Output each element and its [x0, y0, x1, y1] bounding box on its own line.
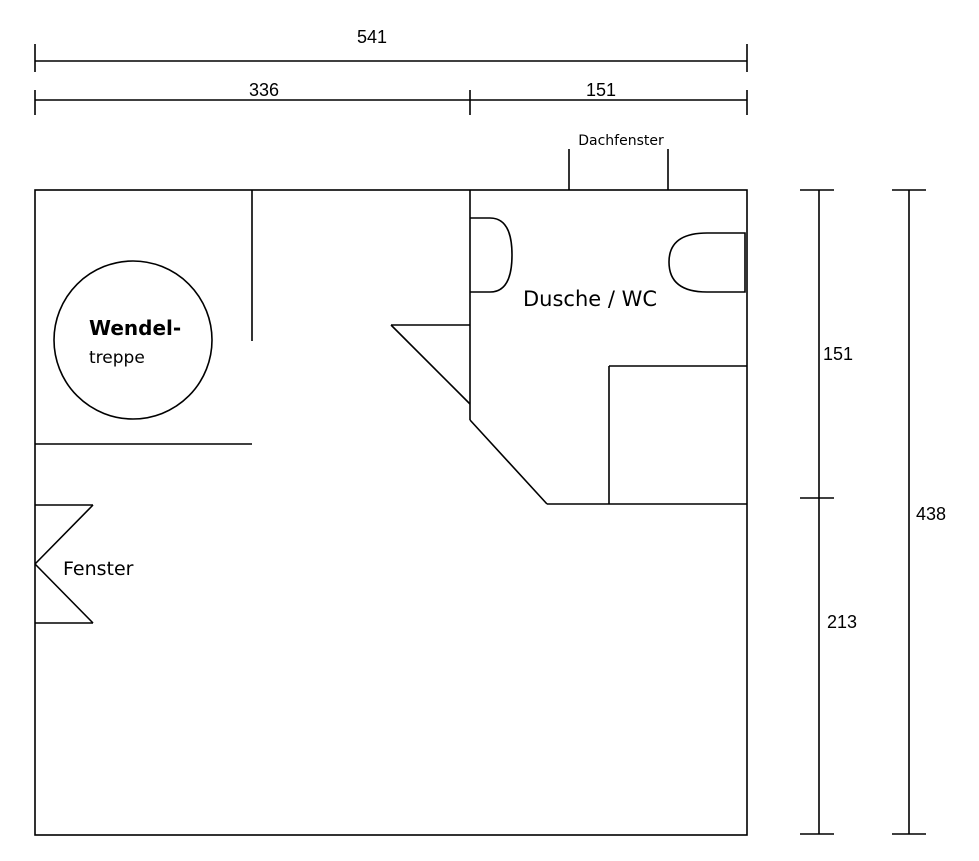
dimension-total-width: 541	[34, 27, 748, 72]
stair-label-line1: Wendel-	[89, 316, 181, 340]
dimension-right-width: 151	[470, 80, 748, 115]
roof-window-label: Dachfenster	[578, 133, 664, 149]
window-label: Fenster	[63, 558, 134, 580]
dimension-label-541: 541	[357, 27, 387, 47]
bathroom-door	[390, 324, 471, 405]
roof-window: Dachfenster	[568, 133, 669, 190]
dimension-total-height: 438	[892, 189, 946, 835]
dimension-label-151-side: 151	[823, 344, 853, 364]
dimension-label-336: 336	[249, 80, 279, 100]
shower-enclosure	[608, 365, 747, 504]
outer-wall	[34, 189, 748, 836]
window: Fenster	[34, 504, 134, 624]
stair-label-line2: treppe	[89, 348, 145, 368]
spiral-staircase: Wendel- treppe	[53, 260, 213, 420]
dimension-label-213: 213	[827, 612, 857, 632]
dimension-left-width: 336	[34, 80, 471, 115]
bathroom-label: Dusche / WC	[523, 287, 657, 311]
toilet-fixture	[668, 232, 746, 293]
sink-fixture	[470, 217, 513, 293]
bathroom-walls	[469, 190, 747, 505]
dimension-label-438: 438	[916, 504, 946, 524]
dimension-height-split: 151 213	[800, 189, 857, 835]
dimension-label-151-top: 151	[586, 80, 616, 100]
